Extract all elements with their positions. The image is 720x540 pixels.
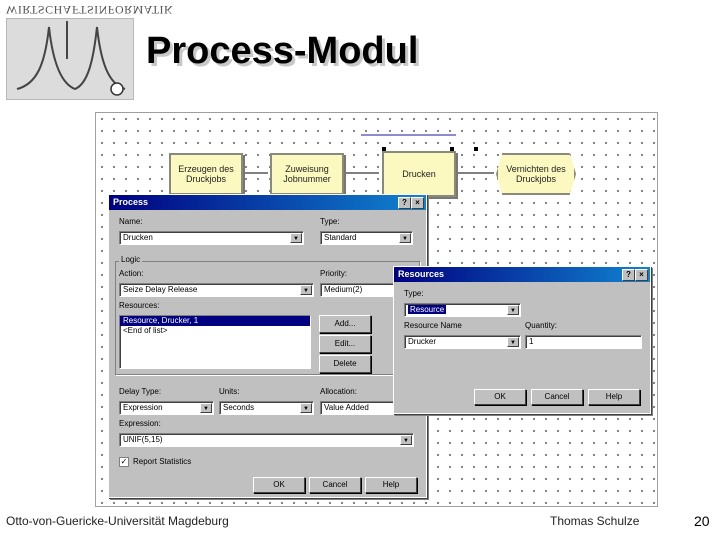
close-icon[interactable]: × (635, 269, 648, 281)
cancel-button[interactable]: Cancel (309, 477, 361, 493)
resource-name-combo[interactable]: Drucker ▼ (404, 335, 521, 349)
flow-box-create[interactable]: Erzeugen des Druckjobs (169, 153, 243, 195)
delay-type-label: Delay Type: (119, 387, 162, 396)
quantity-field[interactable]: 1 (525, 335, 642, 349)
process-dialog-title: Process (113, 197, 149, 207)
list-item[interactable]: Resource, Drucker, 1 (120, 316, 310, 326)
flow-box-dispose[interactable]: Vernichten des Druckjobs (496, 153, 576, 195)
list-item[interactable]: <End of list> (123, 326, 168, 335)
process-dialog: Process ? × Name: Drucken ▼ Type: Standa… (108, 194, 427, 498)
allocation-label: Allocation: (320, 387, 357, 396)
chevron-down-icon[interactable]: ▼ (507, 305, 519, 315)
expression-value: UNIF(5,15) (123, 435, 163, 444)
allocation-value: Value Added (324, 403, 369, 412)
chevron-down-icon[interactable]: ▼ (300, 403, 312, 413)
delete-button[interactable]: Delete (319, 355, 371, 373)
logo-curve-graphic (16, 21, 126, 96)
ok-button[interactable]: OK (253, 477, 305, 493)
resource-name-value: Drucker (408, 337, 437, 346)
units-combo[interactable]: Seconds ▼ (219, 401, 314, 415)
resource-type-combo[interactable]: Resource ▼ (404, 303, 521, 317)
units-value: Seconds (223, 403, 255, 412)
help-button[interactable]: Help (365, 477, 417, 493)
chevron-down-icon[interactable]: ▼ (507, 337, 519, 347)
chevron-down-icon[interactable]: ▼ (399, 233, 411, 243)
add-button[interactable]: Add... (319, 315, 371, 333)
name-value: Drucken (123, 233, 153, 242)
delay-type-combo[interactable]: Expression ▼ (119, 401, 214, 415)
delay-type-value: Expression (123, 403, 163, 412)
name-combo[interactable]: Drucken ▼ (119, 231, 304, 245)
priority-label: Priority: (320, 269, 348, 278)
resources-titlebar: Resources ? × (394, 267, 650, 282)
units-label: Units: (219, 387, 240, 396)
help-icon[interactable]: ? (622, 269, 635, 281)
expression-combo[interactable]: UNIF(5,15) ▼ (119, 433, 414, 447)
resource-name-label: Resource Name (404, 321, 462, 330)
report-label: Report Statistics (133, 457, 192, 466)
action-value: Seize Delay Release (123, 285, 198, 294)
process-titlebar: Process ? × (109, 195, 426, 210)
report-checkbox[interactable]: ✓ (119, 457, 129, 467)
expression-label: Expression: (119, 419, 161, 428)
resources-ok-button[interactable]: OK (474, 389, 526, 405)
logic-group-label: Logic (119, 255, 143, 264)
close-icon[interactable]: × (411, 197, 424, 209)
type-combo[interactable]: Standard ▼ (320, 231, 413, 245)
resources-dialog-title: Resources (398, 269, 445, 279)
type-label: Type: (320, 217, 340, 226)
page-title: Process-Modul (146, 30, 419, 72)
flow-box-assign[interactable]: Zuweisung Jobnummer (270, 153, 344, 195)
chevron-down-icon[interactable]: ▼ (400, 435, 412, 445)
chevron-down-icon[interactable]: ▼ (290, 233, 302, 243)
edit-button[interactable]: Edit... (319, 335, 371, 353)
footer-university: Otto-von-Guericke-Universität Magdeburg (6, 514, 229, 528)
footer-author: Thomas Schulze (550, 514, 640, 528)
name-label: Name: (119, 217, 143, 226)
resources-cancel-button[interactable]: Cancel (531, 389, 583, 405)
action-label: Action: (119, 269, 144, 278)
resources-list[interactable]: Resource, Drucker, 1 <End of list> (119, 315, 311, 369)
resource-type-value: Resource (408, 305, 447, 314)
logo-text: WIRTSCHAFTSINFORMATIK (6, 3, 174, 17)
resource-type-label: Type: (404, 289, 424, 298)
type-value: Standard (324, 233, 357, 242)
priority-value: Medium(2) (324, 285, 363, 294)
resources-help-button[interactable]: Help (588, 389, 640, 405)
logo (6, 18, 134, 100)
flow-connectors (241, 134, 494, 174)
help-icon[interactable]: ? (398, 197, 411, 209)
resources-label: Resources: (119, 301, 160, 310)
flow-box-process[interactable]: Drucken (382, 151, 456, 197)
resources-dialog: Resources ? × Type: Resource ▼ Resource … (393, 266, 651, 414)
action-combo[interactable]: Seize Delay Release ▼ (119, 283, 314, 297)
page-number: 20 (694, 513, 710, 529)
chevron-down-icon[interactable]: ▼ (300, 285, 312, 295)
quantity-label: Quantity: (525, 321, 558, 330)
chevron-down-icon[interactable]: ▼ (200, 403, 212, 413)
